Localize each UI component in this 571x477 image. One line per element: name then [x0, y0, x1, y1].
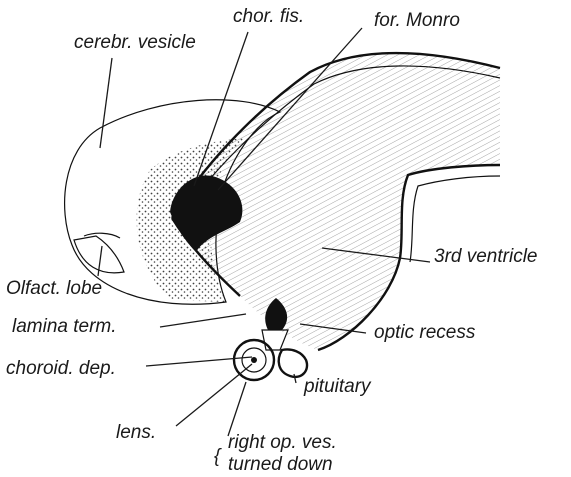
label-choroid-depression: choroid. dep.	[6, 358, 116, 379]
label-pituitary: pituitary	[303, 376, 372, 397]
label-lamina-terminalis: lamina term.	[12, 316, 117, 337]
label-cerebral-vesicle: cerebr. vesicle	[74, 32, 196, 53]
label-right-optic-vesicle-turned-down: turned down	[228, 454, 333, 475]
label-choroid-fissure: chor. fis.	[233, 6, 304, 27]
label-olfactory-lobe: Olfact. lobe	[6, 278, 102, 299]
label-brace: {	[214, 446, 222, 467]
label-right-optic-vesicle: right op. ves.	[228, 432, 337, 453]
label-foramen-monro: for. Monro	[374, 10, 460, 31]
label-optic-recess: optic recess	[374, 322, 476, 343]
label-third-ventricle: 3rd ventricle	[434, 246, 538, 267]
pituitary-pouch	[279, 349, 307, 376]
label-lens: lens.	[116, 422, 156, 443]
